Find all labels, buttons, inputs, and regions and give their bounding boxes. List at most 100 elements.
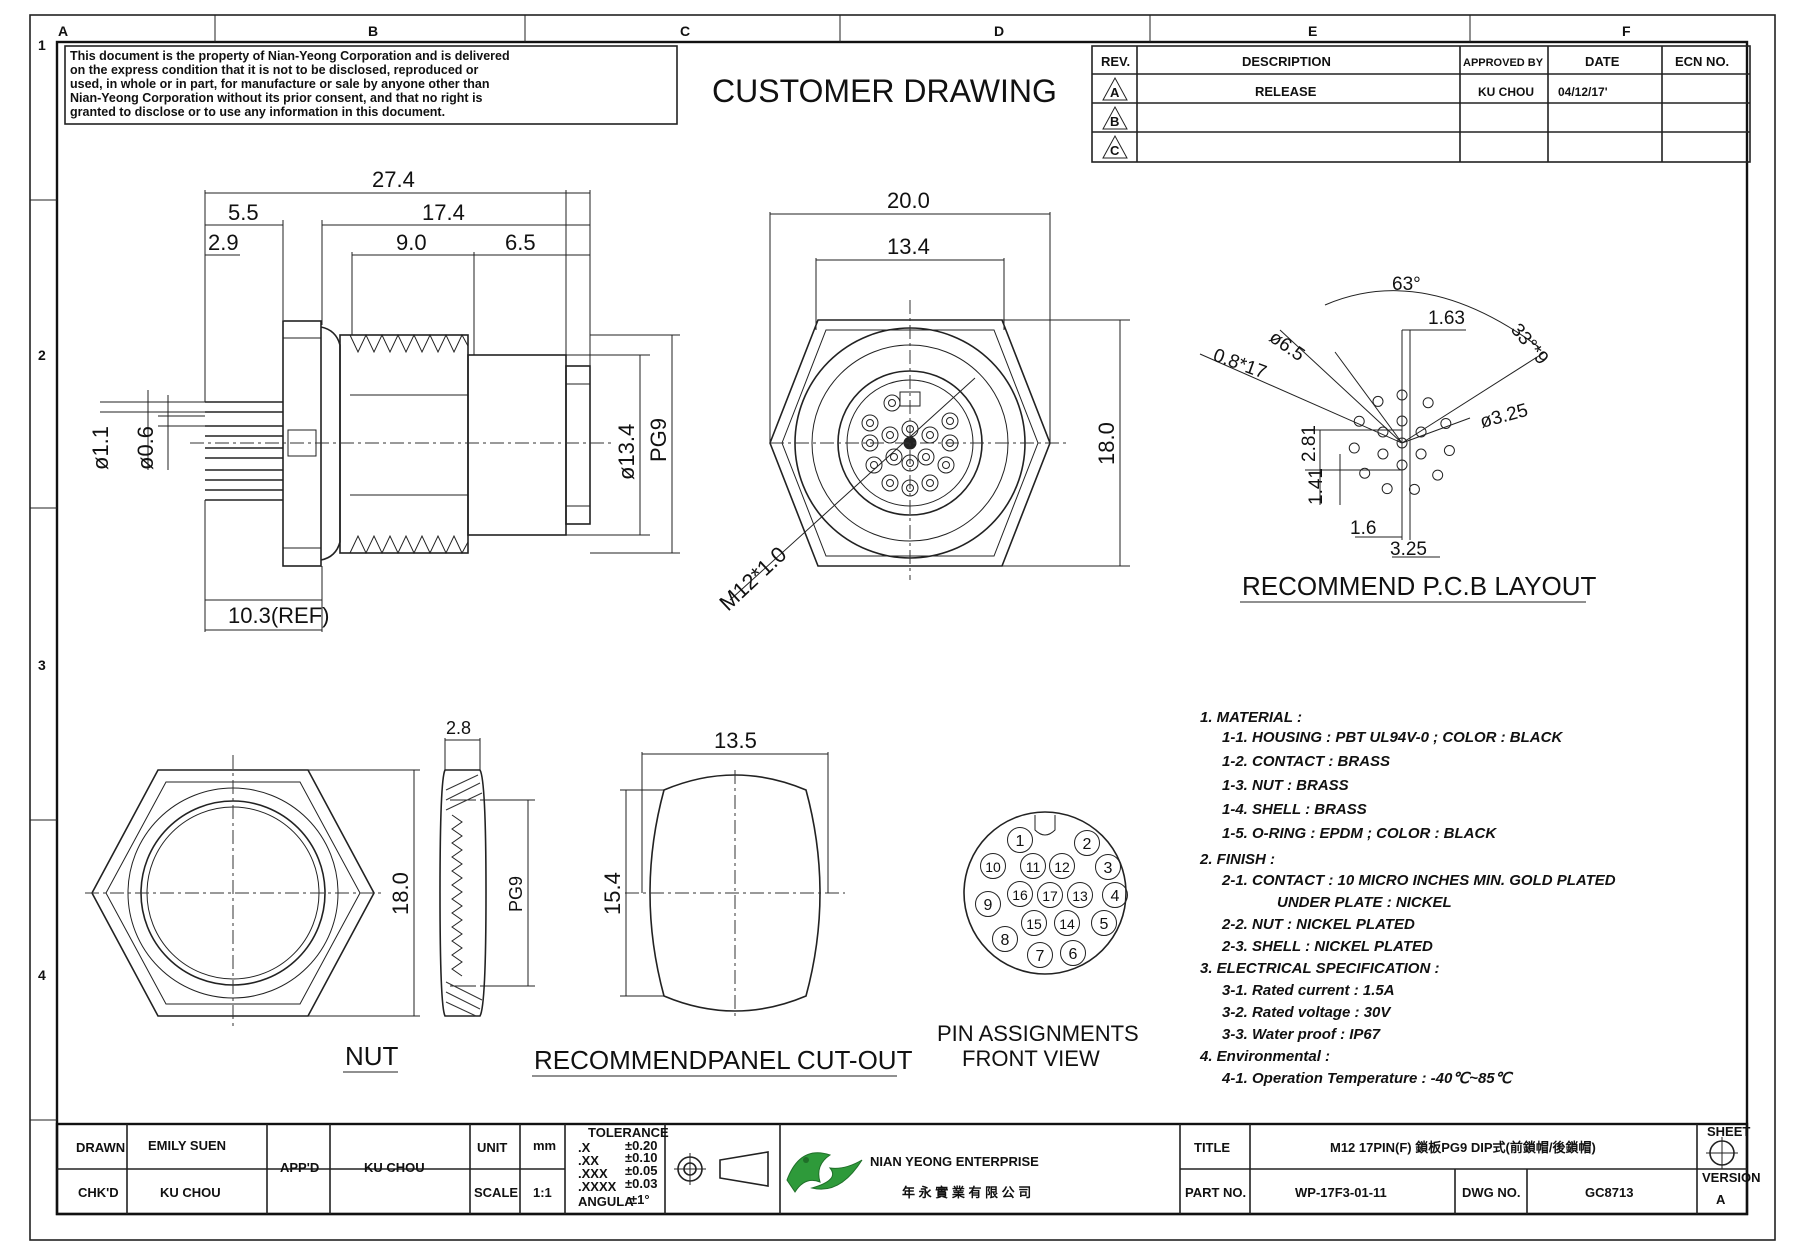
- rev-header: REV.: [1101, 54, 1130, 69]
- pcb-hole: [1408, 483, 1420, 495]
- zone-b: B: [368, 23, 378, 39]
- pin-number: 11: [1026, 859, 1041, 875]
- pin-number: 13: [1072, 888, 1088, 904]
- pin-circle: [1049, 853, 1075, 879]
- side-view: 27.4 5.5 2.9 17.4 9.0 6.5 10.3(REF) ø1.1…: [88, 167, 680, 632]
- rev-a: A: [1110, 85, 1120, 100]
- disclaimer-box: This document is the property of Nian-Ye…: [64, 45, 678, 125]
- nut-view: 18.0 2.8 PG9 NUT: [85, 718, 535, 1073]
- dim-pg9-nut: PG9: [506, 876, 526, 912]
- pcb-layout-view: 63° 1.63 ø6.5 33°*9 0.8*17 ø3.25 2.81 1.…: [1199, 274, 1597, 603]
- front-pin-hole: [881, 474, 899, 492]
- unit-label: UNIT: [477, 1140, 507, 1155]
- dim-dia-6-5: ø6.5: [1265, 327, 1308, 366]
- zone-d: D: [994, 23, 1004, 39]
- projection-symbol-icon: [674, 1151, 769, 1187]
- note-2-1-cont: UNDER PLATE : NICKEL: [1277, 894, 1452, 911]
- pin-number: 12: [1054, 859, 1070, 875]
- pin-circle: [1037, 882, 1063, 908]
- note-1-3: 1-3. NUT : BRASS: [1222, 777, 1349, 794]
- approved-by: KU CHOU: [364, 1160, 425, 1175]
- inner-frame: [55, 40, 1749, 1216]
- front-pin-hole: [937, 456, 955, 474]
- note-1-2: 1-2. CONTACT : BRASS: [1222, 753, 1390, 770]
- dim-2-9: 2.9: [208, 230, 239, 255]
- front-pin-hole: [865, 456, 883, 474]
- pin-number: 1: [1016, 833, 1025, 850]
- note-2-1: 2-1. CONTACT : 10 MICRO INCHES MIN. GOLD…: [1221, 872, 1616, 889]
- rev-a-description: RELEASE: [1255, 84, 1317, 99]
- front-pin-contact: [942, 461, 950, 469]
- pcb-hole: [1440, 417, 1452, 429]
- note-2-3: 2-3. SHELL : NICKEL PLATED: [1221, 938, 1433, 955]
- sheet-crosshair-icon: [1706, 1137, 1738, 1169]
- title-label: TITLE: [1194, 1140, 1230, 1155]
- pcb-hole: [1381, 483, 1393, 495]
- nut-view-label: NUT: [345, 1041, 399, 1071]
- drawn-by: EMILY SUEN: [148, 1138, 226, 1153]
- front-view: 20.0 13.4 18.0 M12*1.0: [714, 188, 1130, 616]
- tol-x-key: .X: [578, 1140, 591, 1155]
- dim-2-81: 2.81: [1299, 425, 1320, 462]
- pin-number: 6: [1069, 946, 1078, 963]
- front-pin-hole: [941, 412, 959, 430]
- note-1: 1. MATERIAL :: [1200, 709, 1302, 726]
- front-pin-contact: [866, 419, 874, 427]
- pin-circle: [1091, 910, 1117, 936]
- tol-angle-val: ±1°: [630, 1192, 650, 1207]
- tol-xx-val: ±0.10: [625, 1150, 657, 1165]
- drawn-label: DRAWN: [76, 1140, 125, 1155]
- pin-circle: [1102, 882, 1128, 908]
- zone-2: 2: [38, 347, 46, 363]
- pin-circle: [980, 853, 1006, 879]
- scale-label: SCALE: [474, 1185, 518, 1200]
- dim-pg9-side: PG9: [646, 418, 671, 462]
- zone-f: F: [1622, 23, 1631, 39]
- front-pin-hole: [917, 448, 935, 466]
- tol-xxx-val: ±0.05: [625, 1163, 657, 1178]
- pcb-hole: [1432, 469, 1444, 481]
- pin-circle: [1021, 910, 1047, 936]
- tol-xxxx-val: ±0.03: [625, 1176, 657, 1191]
- title-block: DRAWN EMILY SUEN CHK'D KU CHOU APP'D KU …: [55, 1122, 1761, 1216]
- approved-header: APPROVED BY: [1463, 57, 1544, 69]
- pin-number: 5: [1100, 916, 1109, 933]
- dim-1-63: 1.63: [1428, 308, 1465, 329]
- front-pin-contact: [886, 479, 894, 487]
- pin-circle: [1074, 830, 1100, 856]
- front-pin-contact: [926, 431, 934, 439]
- pin-number: 2: [1083, 836, 1092, 853]
- note-1-4: 1-4. SHELL : BRASS: [1222, 801, 1367, 818]
- scale-value: 1:1: [533, 1185, 552, 1200]
- dim-9-0: 9.0: [396, 230, 427, 255]
- pcb-hole: [1415, 426, 1427, 438]
- pin-number: 7: [1036, 948, 1045, 965]
- cutout-view: 13.5 15.4 RECOMMENDPANEL CUT-OUT: [532, 728, 913, 1077]
- front-pin-contact: [886, 431, 894, 439]
- company-name-en: NIAN YEONG ENTERPRISE: [870, 1154, 1039, 1169]
- dim-m12-thread: M12*1.0: [714, 541, 791, 615]
- version-label: VERSION: [1702, 1170, 1761, 1185]
- tol-xxxx-key: .XXXX: [578, 1179, 617, 1194]
- dim-dia-0-6: ø0.6: [133, 426, 158, 470]
- disclaimer-line-3: used, in whole or in part, for manufactu…: [70, 77, 490, 91]
- note-1-1: 1-1. HOUSING : PBT UL94V-0 ; COLOR : BLA…: [1222, 729, 1563, 746]
- zone-3: 3: [38, 657, 46, 673]
- pin-circle: [1067, 882, 1093, 908]
- dim-17-4: 17.4: [422, 200, 465, 225]
- pin-circle: [1007, 881, 1033, 907]
- sheet-label: SHEET: [1707, 1124, 1750, 1139]
- tol-xxx-key: .XXX: [578, 1166, 608, 1181]
- checked-by: KU CHOU: [160, 1185, 221, 1200]
- date-header: DATE: [1585, 54, 1620, 69]
- front-pin-contact: [870, 461, 878, 469]
- tol-xx-key: .XX: [578, 1153, 599, 1168]
- pin-circle: [1007, 827, 1033, 853]
- front-pin-hole: [921, 474, 939, 492]
- pin-view-label-2: FRONT VIEW: [962, 1046, 1100, 1071]
- dim-3-25: 3.25: [1390, 539, 1427, 560]
- front-pin-hole: [883, 394, 901, 412]
- note-2-2: 2-2. NUT : NICKEL PLATED: [1221, 916, 1415, 933]
